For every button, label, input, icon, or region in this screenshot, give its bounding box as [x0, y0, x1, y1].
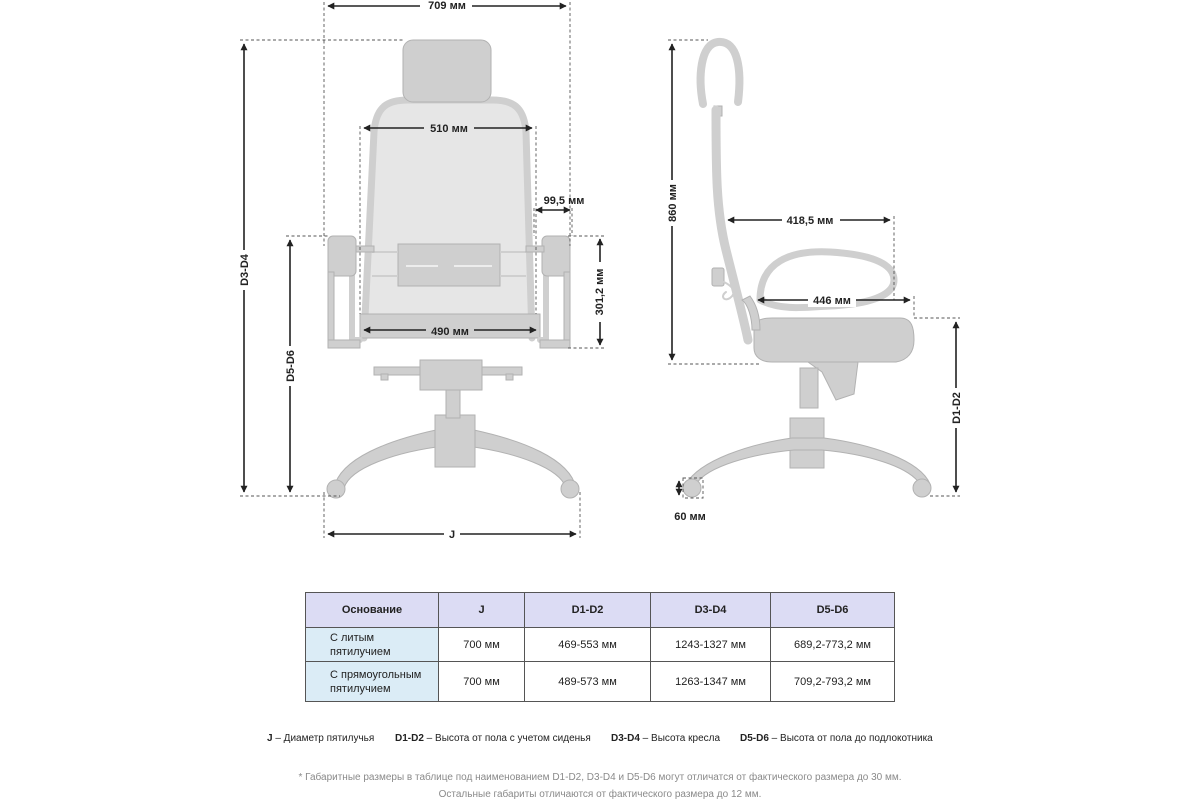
table-header-row: Основание J D1-D2 D3-D4 D5-D6: [305, 592, 895, 628]
table-cell: 469-553 мм: [524, 627, 651, 662]
dim-d1-d2: D1-D2: [951, 392, 963, 424]
front-right-caster: [560, 479, 580, 499]
legend-item-d3-d4: D3-D4 – Высота кресла: [611, 733, 720, 744]
dim-d3-d4: D3-D4: [239, 253, 251, 286]
table-header-cell: D1-D2: [524, 592, 651, 628]
legend-item-j: J – Диаметр пятилучья: [267, 733, 374, 744]
legend-item-d1-d2: D1-D2 – Высота от пола с учетом сиденья: [395, 733, 591, 744]
dim-j: J: [449, 529, 455, 541]
dim-d5-d6: D5-D6: [285, 350, 297, 382]
table-cell: С прямоугольным пятилучием: [305, 661, 439, 702]
front-left-armrest: [327, 235, 357, 277]
chair-dimension-drawing: 709 мм 510 мм 99,5 мм 301,2 мм 490 мм D3…: [236, 0, 964, 541]
front-dimensions: 709 мм 510 мм 99,5 мм 301,2 мм 490 мм D3…: [236, 0, 606, 541]
front-view-chair: [326, 39, 580, 499]
legend-key: D5-D6: [740, 733, 769, 744]
side-back-frame: [711, 105, 753, 345]
table-cell: 689,2-773,2 мм: [770, 627, 895, 662]
dim-seat-depth-upper: 418,5 мм: [787, 215, 834, 227]
spec-table: Основание J D1-D2 D3-D4 D5-D6 С литым пя…: [305, 592, 895, 702]
legend-item-d5-d6: D5-D6 – Высота от пола до подлокотника: [740, 733, 933, 744]
front-left-caster: [326, 479, 346, 499]
table-cell: 1263-1347 мм: [650, 661, 771, 702]
legend-text: – Диаметр пятилучья: [272, 733, 375, 744]
legend-key: D3-D4: [611, 733, 640, 744]
table-header-cell: Основание: [305, 592, 439, 628]
table-header-cell: D3-D4: [650, 592, 771, 628]
table-header-cell: D5-D6: [770, 592, 895, 628]
legend-text: – Высота от пола с учетом сиденья: [423, 733, 591, 744]
front-headrest: [402, 39, 492, 103]
side-view-chair: [682, 38, 932, 498]
tolerance-note: * Габаритные размеры в таблице под наиме…: [298, 772, 902, 783]
table-cell: 709,2-793,2 мм: [770, 661, 895, 702]
table-cell: С литым пятилучием: [305, 627, 439, 662]
table-cell: 489-573 мм: [524, 661, 651, 702]
legend-text: – Высота кресла: [639, 733, 721, 744]
front-right-armrest: [541, 235, 571, 277]
dim-backrest-width: 510 мм: [430, 123, 468, 135]
table-cell: 700 мм: [438, 661, 525, 702]
table-cell: 700 мм: [438, 627, 525, 662]
front-lumbar-support: [397, 243, 501, 287]
tolerance-note-secondary: Остальные габариты отличаются от фактиче…: [438, 789, 762, 800]
side-seat: [753, 317, 915, 363]
dim-back-height: 860 мм: [667, 184, 679, 222]
dim-armrest-height: 301,2 мм: [594, 269, 606, 316]
side-front-caster: [912, 478, 932, 498]
table-cell: 1243-1327 мм: [650, 627, 771, 662]
legend-key: J: [267, 733, 273, 744]
dim-seat-depth-lower: 446 мм: [813, 295, 851, 307]
dim-armrest-width: 99,5 мм: [544, 195, 585, 207]
table-row: С прямоугольным пятилучием 700 мм 489-57…: [305, 661, 895, 702]
dim-seat-width: 490 мм: [431, 326, 469, 338]
legend-text: – Высота от пола до подлокотника: [768, 733, 933, 744]
legend-key: D1-D2: [395, 733, 424, 744]
table-row: С литым пятилучием 700 мм 469-553 мм 124…: [305, 627, 895, 662]
side-dimensions: 860 мм 418,5 мм 446 мм D1-D2 60 мм: [664, 39, 964, 523]
front-gas-column: [434, 414, 476, 468]
table-header-cell: J: [438, 592, 525, 628]
dim-width-overall: 709 мм: [428, 0, 466, 12]
dim-caster: 60 мм: [674, 511, 706, 523]
side-rear-caster: [682, 478, 702, 498]
front-backrest: [363, 99, 533, 339]
